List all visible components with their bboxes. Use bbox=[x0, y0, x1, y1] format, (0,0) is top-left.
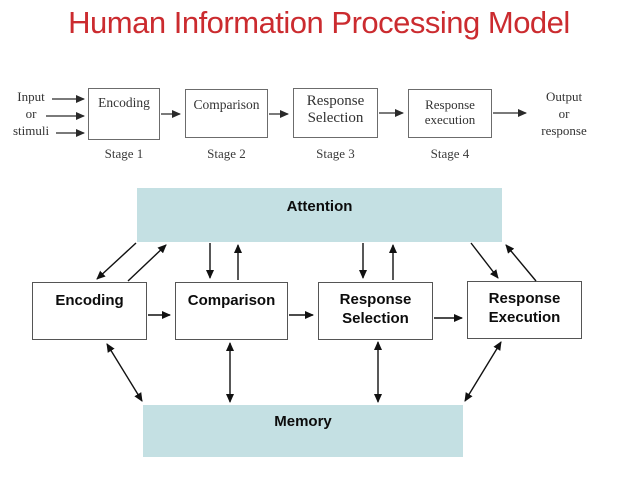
memory-label: Memory bbox=[274, 413, 332, 430]
stage-1-label: Stage 1 bbox=[104, 146, 144, 161]
output-response-label: Output or response bbox=[541, 89, 587, 138]
arrow-encoding-memory bbox=[106, 343, 143, 402]
page-title: Human Information Processing Model bbox=[68, 5, 570, 40]
stage-3-label: Stage 3 bbox=[316, 146, 355, 161]
stage-4-label: Stage 4 bbox=[430, 146, 470, 161]
stage-flow-diagram: Input or stimuli Encoding Comparison Res… bbox=[0, 80, 638, 180]
process-box-comparison: Comparison bbox=[175, 282, 288, 340]
arrow-attention-to-response-execution bbox=[470, 242, 499, 279]
process-box-response-execution: Response Execution bbox=[467, 281, 582, 339]
stage-box-response-selection: Response Selection bbox=[293, 88, 378, 138]
arrow-attention-to-encoding bbox=[96, 242, 137, 280]
stage-box-response-execution: Response execution bbox=[408, 89, 492, 138]
process-box-response-selection: Response Selection bbox=[318, 282, 433, 340]
arrow-encoding-to-attention bbox=[127, 244, 167, 282]
arrow-response-execution-to-attention bbox=[505, 244, 537, 282]
attention-bar: Attention bbox=[137, 188, 502, 242]
process-diagram: Attention Encoding Comparison Response S… bbox=[0, 185, 638, 479]
memory-bar: Memory bbox=[143, 405, 463, 457]
process-arrows-layer bbox=[96, 242, 537, 403]
stage-2-label: Stage 2 bbox=[207, 146, 246, 161]
attention-label: Attention bbox=[286, 198, 353, 215]
stage-flow-arrows-layer bbox=[46, 95, 527, 137]
input-stimuli-label: Input or stimuli bbox=[12, 89, 50, 138]
stage-box-comparison: Comparison bbox=[185, 89, 268, 138]
stage-box-encoding: Encoding bbox=[88, 88, 160, 140]
arrow-response-execution-memory bbox=[464, 341, 502, 402]
process-box-encoding: Encoding bbox=[32, 282, 147, 340]
